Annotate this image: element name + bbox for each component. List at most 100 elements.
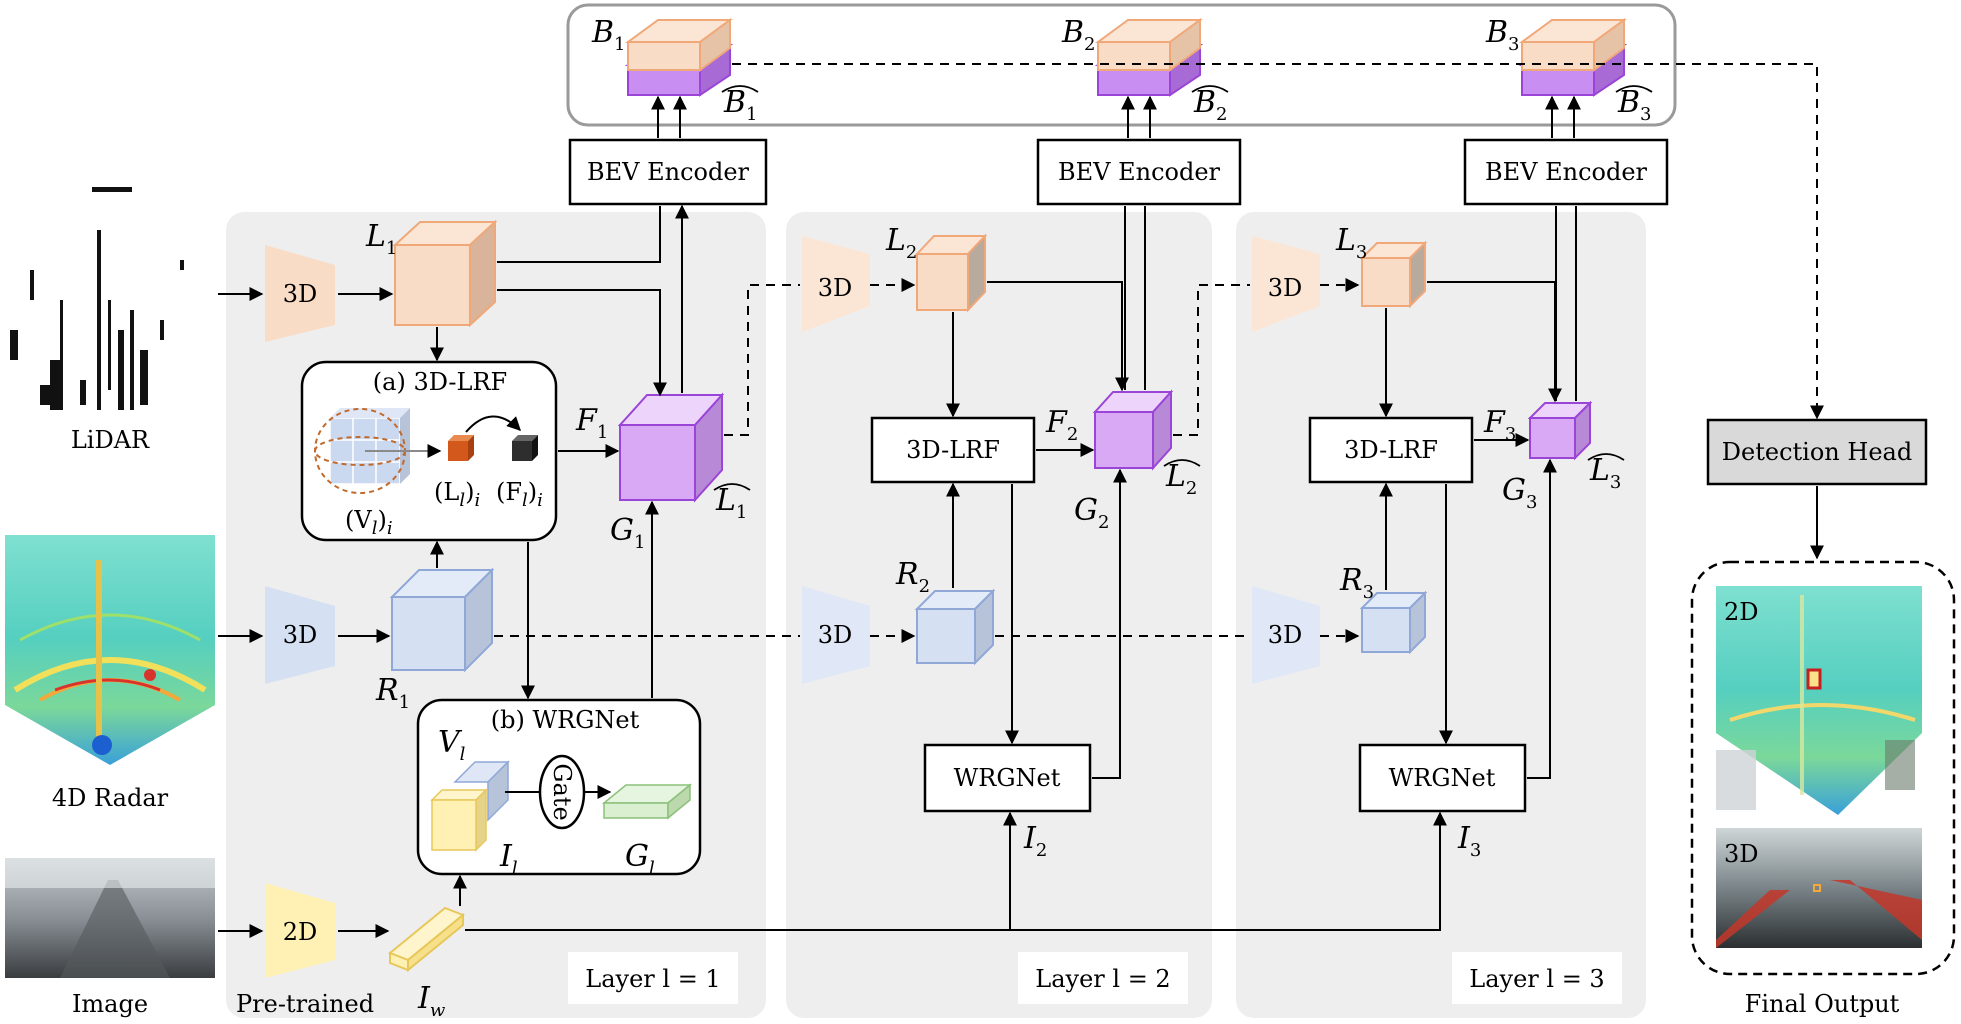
dashed-connectors [494, 63, 1824, 643]
svg-text:(Vl)i: (Vl)i [345, 506, 393, 539]
bev-encoder-1: BEV Encoder [568, 138, 768, 206]
svg-text:Iw: Iw [417, 981, 446, 1021]
wrgnet-module-l3: WRGNet [1358, 743, 1527, 813]
bev-encoder-3: BEV Encoder [1463, 138, 1669, 206]
lrf-module-l2: 3D-LRF [870, 416, 1036, 484]
gate-icon: Gate [538, 754, 586, 830]
symbol-labels: L1 L2 L3 R1 R2 R3 F1 F2 F3 G1 G2 G3 I2 I… [365, 15, 1653, 1021]
svg-text:3D: 3D [1268, 621, 1303, 649]
radar-input-image [5, 535, 215, 765]
svg-text:B3: B3 [1617, 85, 1652, 125]
svg-text:Layer l = 1: Layer l = 1 [585, 965, 720, 993]
svg-text:I3: I3 [1457, 821, 1481, 861]
lrf-title: (a) 3D-LRF [373, 368, 507, 396]
svg-text:Il: Il [499, 839, 518, 879]
lidar-3d-encoder-l2: 3D [802, 236, 870, 332]
lidar-feature-l3 [1359, 240, 1428, 309]
svg-text:F3: F3 [1483, 405, 1516, 445]
detection-head: Detection Head [1706, 418, 1928, 486]
svg-text:Detection Head: Detection Head [1722, 438, 1912, 466]
bev-plates-1 [624, 18, 734, 97]
svg-text:3D: 3D [818, 621, 853, 649]
svg-text:R2: R2 [895, 557, 930, 597]
image-feature-iw [388, 906, 465, 973]
svg-text:3D-LRF: 3D-LRF [1344, 436, 1438, 464]
output-3d-tag: 3D [1724, 840, 1759, 868]
svg-text:3D-LRF: 3D-LRF [906, 436, 1000, 464]
radar-voxel-icon [453, 760, 510, 822]
image-2d-encoder: 2D [265, 883, 335, 978]
svg-text:L1: L1 [365, 219, 397, 259]
output-2d-tag: 2D [1724, 598, 1759, 626]
svg-text:3D: 3D [1268, 274, 1303, 302]
svg-text:B2: B2 [1193, 85, 1228, 125]
svg-text:L1: L1 [715, 483, 747, 523]
final-output-label: Final Output [1745, 990, 1900, 1018]
layer-label-2: Layer l = 2 [1018, 952, 1188, 1004]
fused-feature-l2 [1092, 389, 1174, 471]
local-lidar-cube-icon [448, 435, 474, 461]
fused-feature-l3 [1527, 400, 1593, 461]
lrf-curved-arrow [465, 415, 521, 433]
svg-text:B1: B1 [591, 15, 626, 55]
svg-text:BEV Encoder: BEV Encoder [1485, 158, 1648, 186]
svg-text:R3: R3 [1339, 563, 1374, 603]
lrf-module-detail: (a) 3D-LRF (Vl)i (Ll)i (Fl)i [300, 360, 558, 542]
layer-label-3: Layer l = 3 [1452, 952, 1622, 1004]
radar-feature-r3 [1359, 590, 1428, 655]
svg-text:G3: G3 [1502, 473, 1537, 513]
layer-label-1: Layer l = 1 [568, 952, 738, 1004]
svg-text:G1: G1 [610, 513, 645, 553]
svg-text:3D: 3D [818, 274, 853, 302]
fused-feature-l1 [617, 392, 725, 503]
svg-text:B2: B2 [1061, 15, 1096, 55]
wrgnet-module-detail: (b) WRGNet Gate Vl Il Gl [416, 698, 702, 879]
radar-3d-encoder-l3: 3D [1252, 586, 1320, 684]
svg-text:F1: F1 [575, 403, 608, 443]
svg-text:WRGNet: WRGNet [1389, 764, 1496, 792]
lidar-3d-encoder: 3D [265, 245, 335, 342]
svg-text:G2: G2 [1074, 493, 1109, 533]
lidar-feature-l1 [392, 219, 498, 328]
svg-text:(Ll)i: (Ll)i [434, 478, 480, 511]
radar-feature-r2 [914, 588, 996, 666]
wrgnet-title: (b) WRGNet [491, 706, 640, 734]
svg-text:L2: L2 [1165, 459, 1197, 499]
output-2d-bev-image [1716, 586, 1922, 815]
svg-text:WRGNet: WRGNet [954, 764, 1061, 792]
lidar-feature-l2 [914, 233, 988, 313]
svg-text:BEV Encoder: BEV Encoder [587, 158, 750, 186]
final-output-panel: 2D 3D [1690, 560, 1956, 976]
lidar-label: LiDAR [71, 426, 150, 454]
svg-text:Layer l = 2: Layer l = 2 [1035, 965, 1170, 993]
radar-label: 4D Radar [52, 784, 169, 812]
svg-text:Layer l = 3: Layer l = 3 [1469, 965, 1604, 993]
svg-text:L3: L3 [1335, 223, 1367, 263]
svg-text:L2: L2 [885, 223, 917, 263]
svg-text:BEV Encoder: BEV Encoder [1058, 158, 1221, 186]
output-3d-camera-image [1716, 828, 1922, 948]
svg-text:2D: 2D [283, 918, 318, 946]
svg-text:B3: B3 [1485, 15, 1520, 55]
lrf-module-l3: 3D-LRF [1308, 416, 1474, 484]
image-label: Image [72, 990, 148, 1018]
lidar-3d-encoder-l3: 3D [1252, 236, 1320, 332]
bev-plates-2 [1094, 18, 1204, 97]
wrgnet-module-l2: WRGNet [923, 743, 1092, 813]
image-voxel-icon [430, 788, 488, 852]
svg-text:(Fl)i: (Fl)i [496, 478, 543, 511]
bev-encoder-2: BEV Encoder [1036, 138, 1242, 206]
gated-feature-icon [601, 783, 693, 820]
connectors [218, 95, 1824, 938]
svg-text:Vl: Vl [438, 725, 466, 765]
radar-3d-encoder-l2: 3D [802, 586, 870, 684]
svg-text:Gl: Gl [625, 839, 655, 879]
pretrained-label: Pre-trained [236, 990, 374, 1018]
svg-text:F2: F2 [1045, 405, 1078, 445]
local-fused-cube-icon [512, 435, 538, 461]
svg-text:3D: 3D [283, 280, 318, 308]
radar-3d-encoder: 3D [265, 586, 335, 684]
svg-text:3D: 3D [283, 621, 318, 649]
radar-feature-r1 [389, 567, 495, 673]
